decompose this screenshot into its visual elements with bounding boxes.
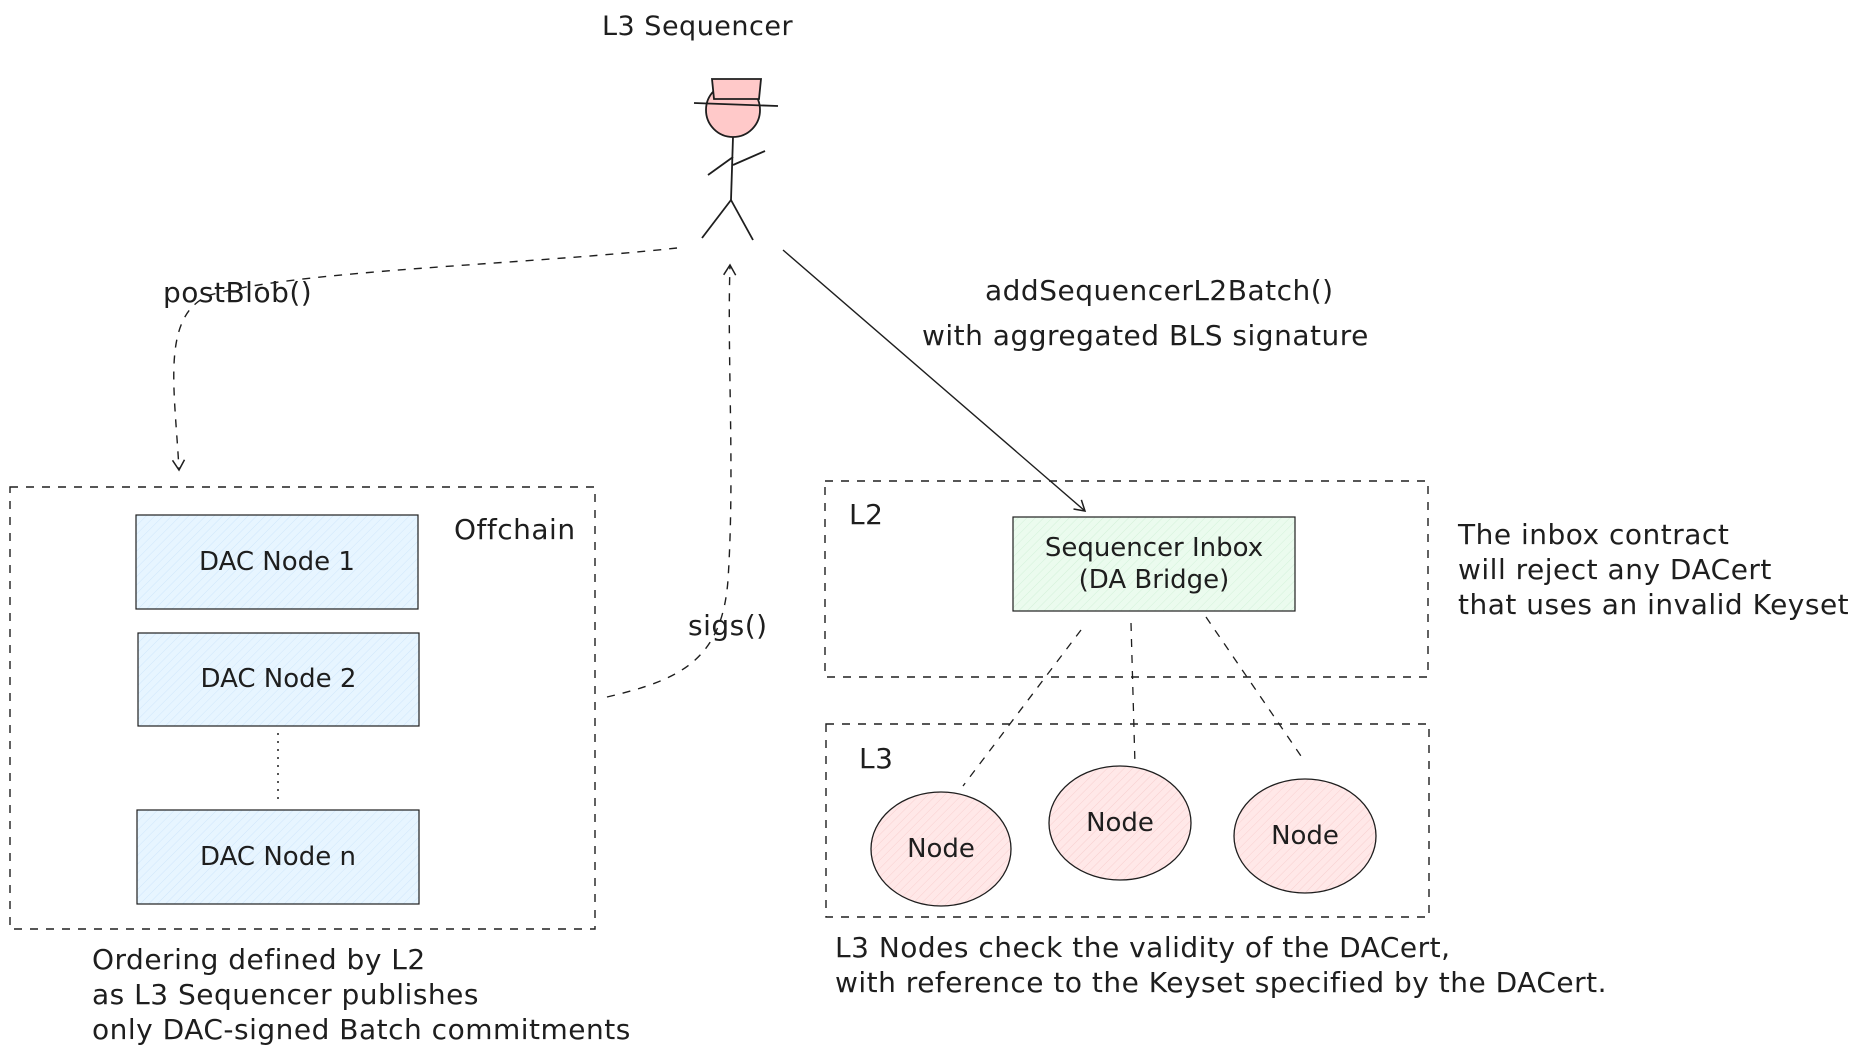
add-batch-sublabel: with aggregated BLS signature [922, 319, 1369, 352]
dac-node-label-n: DAC Node n [200, 841, 356, 872]
post-blob-arrow [171, 247, 678, 472]
sequencer-inbox-label: Sequencer Inbox (DA Bridge) [1044, 532, 1264, 596]
inbox-node-link-1 [962, 629, 1082, 787]
dac-node-box-n [136, 809, 420, 905]
add-batch-label: addSequencerL2Batch() [985, 274, 1334, 307]
l3-node-ellipse-2 [1048, 765, 1192, 881]
dac-node-label-1: DAC Node 1 [199, 546, 355, 577]
dac-node-box-1 [135, 514, 419, 610]
offchain-label: Offchain [454, 513, 576, 546]
sequencer-actor-icon [693, 78, 779, 241]
l2-note: The inbox contract will reject any DACer… [1458, 518, 1850, 621]
l3-node-ellipse-1 [870, 791, 1012, 907]
l3-node-label-3: Node [1271, 820, 1339, 851]
sequencer-label: L3 Sequencer [602, 11, 794, 42]
sequencer-inbox-box [1012, 516, 1296, 612]
l3-node-ellipse-3 [1233, 778, 1377, 894]
l3-label: L3 [859, 742, 894, 775]
inbox-node-link-3 [1205, 616, 1302, 757]
dac-node-label-2: DAC Node 2 [200, 664, 357, 695]
offchain-container [9, 486, 596, 930]
l3-note: L3 Nodes check the validity of the DACer… [835, 931, 1608, 999]
sigs-label: sigs() [688, 609, 768, 642]
post-blob-label: postBlob() [163, 276, 313, 309]
l2-label: L2 [849, 498, 884, 531]
dac-node-box-2 [137, 632, 420, 727]
l3-node-label-2: Node [1086, 807, 1154, 838]
offchain-note: Ordering defined by L2 as L3 Sequencer p… [92, 943, 631, 1046]
l3-container [825, 723, 1430, 918]
sigs-arrow [606, 263, 737, 698]
inbox-node-link-2 [1130, 622, 1136, 766]
add-batch-arrow [782, 249, 1087, 512]
l3-node-label-1: Node [907, 833, 975, 864]
